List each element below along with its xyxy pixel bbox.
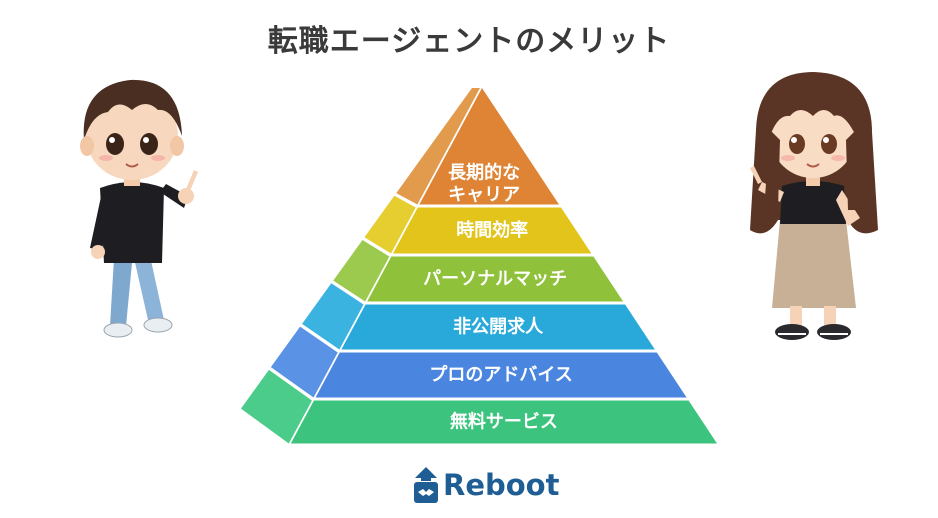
pyramid-tier-side-5 xyxy=(270,326,338,398)
pyramid-tier-6 xyxy=(290,400,718,444)
pyramid-tier-label-2: 時間効率 xyxy=(456,219,528,241)
pyramid-tier-4 xyxy=(341,304,655,350)
pyramid-tier-label-3: パーソナルマッチ xyxy=(423,269,567,290)
reboot-logo-icon xyxy=(414,467,438,503)
pyramid-tier-1 xyxy=(419,88,560,205)
logo-text: Reboot xyxy=(443,468,560,502)
pyramid-tier-3 xyxy=(367,256,624,302)
girl-character-pointing-icon xyxy=(750,72,878,340)
boy-character-pointing-icon xyxy=(80,79,198,338)
reboot-logo: Reboot xyxy=(413,465,559,505)
pyramid-tier-2 xyxy=(392,207,592,254)
pyramid-tier-side-6 xyxy=(240,369,312,444)
pyramid-tier-side-4 xyxy=(302,283,364,350)
pyramid-tier-side-2 xyxy=(364,195,416,254)
page-title: 転職エージェントのメリット xyxy=(267,24,671,59)
pyramid-tier-label-1-line-2: キャリア xyxy=(448,185,520,206)
pyramid-tier-5 xyxy=(315,352,687,398)
pyramid-tier-label-4: 非公開求人 xyxy=(453,316,544,338)
pyramid-tier-side-1 xyxy=(396,88,480,205)
pyramid-tier-label-6: 無料サービス xyxy=(450,411,558,433)
pyramid-tier-side-3 xyxy=(333,239,390,302)
pyramid-tier-label-1-line-1: 長期的な xyxy=(448,162,520,184)
pyramid-tier-label-5: プロのアドバイス xyxy=(429,364,572,386)
